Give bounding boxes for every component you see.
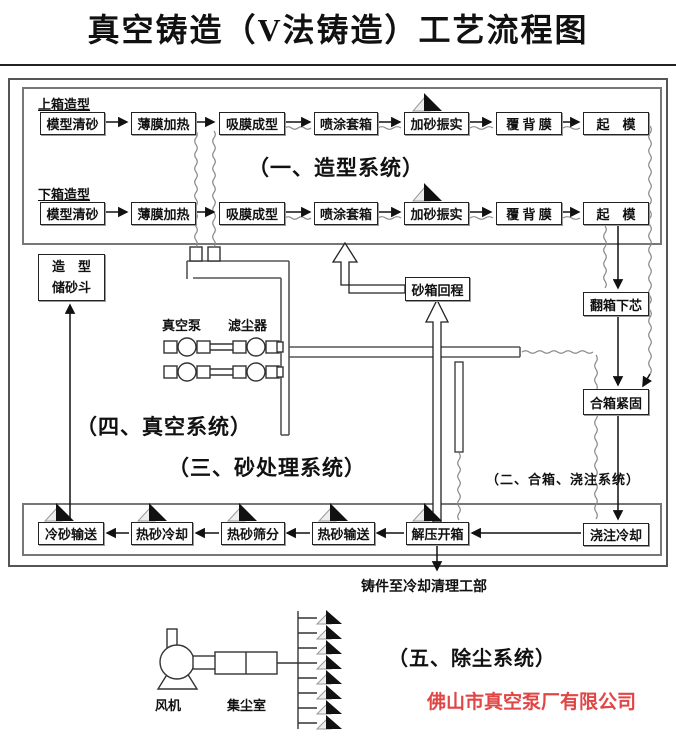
molding-system-frame	[22, 87, 662, 245]
pipe-ports	[189, 246, 221, 262]
flow-arrows	[64, 116, 653, 572]
outer-frame	[8, 78, 668, 567]
sand-pile-icon	[315, 640, 342, 655]
sand-pile-icon	[315, 670, 342, 685]
sand-processing-frame	[22, 503, 662, 556]
bottom-film-forming-box: 吸膜成型	[219, 202, 285, 225]
sand-pile-icons	[43, 93, 442, 522]
top-film-forming-box: 吸膜成型	[219, 112, 285, 135]
dust-system	[156, 611, 317, 729]
vacuum-hoses	[194, 125, 652, 521]
company-name: 佛山市真空泵厂有限公司	[427, 692, 637, 713]
fan-duct	[192, 655, 217, 670]
hot-sand-conveying-box: 热砂输送	[312, 522, 375, 545]
fan-icon	[159, 644, 195, 680]
cold-sand-conveying-box: 冷砂输送	[38, 522, 104, 545]
section-assembly-pouring-label: （二、合箱、浇注系统）	[486, 472, 641, 487]
hot-sand-cooling-box: 热砂冷却	[131, 522, 193, 545]
sand-pile-icon	[411, 503, 442, 522]
sand-pile-icon	[43, 503, 74, 522]
molding-sand-hopper-box: 造 型 储砂斗	[38, 254, 105, 301]
top-film-heating-box: 薄膜加热	[131, 112, 196, 135]
bottom-model-cleaning-box: 模型清砂	[40, 202, 105, 225]
dust-filter-label: 滤尘器	[228, 318, 268, 333]
sand-return-arrows	[331, 241, 464, 523]
section-dust-removal-label: （五、除尘系统）	[388, 648, 556, 670]
hopper-line1: 造 型	[51, 259, 91, 275]
mold-clamping-box: 合箱紧固	[583, 389, 649, 415]
top-spray-coating-box: 喷涂套箱	[314, 112, 378, 135]
bottom-film-heating-box: 薄膜加热	[131, 202, 196, 225]
vacuum-probe-bar	[454, 361, 464, 453]
cope-molding-label: 上箱造型	[38, 97, 91, 112]
top-pattern-drawing-box: 起 模	[583, 112, 649, 135]
bottom-sand-vibration-box: 加砂振实	[404, 202, 469, 225]
sand-pile-icon	[315, 610, 342, 625]
vacuum-pipe	[186, 260, 521, 436]
sand-pile-icon	[315, 625, 342, 640]
bottom-back-film-box: 覆 背 膜	[496, 202, 562, 225]
sand-pile-icon	[315, 700, 342, 715]
top-back-film-box: 覆 背 膜	[496, 112, 562, 135]
bottom-spray-coating-box: 喷涂套箱	[314, 202, 378, 225]
dust-intake-icons	[315, 610, 342, 730]
drag-molding-label: 下箱造型	[38, 187, 91, 202]
top-sand-vibration-box: 加砂振实	[404, 112, 469, 135]
dust-chamber-label: 集尘室	[227, 698, 267, 713]
section-molding-label: （一、造型系统）	[248, 156, 424, 180]
section-sand-processing-label: （三、砂处理系统）	[168, 456, 366, 480]
sand-pile-icon	[315, 715, 342, 730]
page-title: 真空铸造（V法铸造）工艺流程图	[0, 0, 676, 66]
vacuum-pump-icons	[163, 337, 284, 382]
sand-pile-icon	[315, 655, 342, 670]
section-vacuum-label: （四、真空系统）	[76, 415, 252, 439]
fan-label: 风机	[155, 698, 182, 713]
castings-note: 铸件至冷却清理工部	[361, 580, 487, 595]
sand-pile-icon	[411, 183, 442, 202]
hopper-line2: 储砂斗	[51, 279, 91, 295]
pouring-cooling-box: 浇注冷却	[583, 523, 649, 546]
sand-pile-icon	[226, 503, 257, 522]
vacuum-pump-label: 真空泵	[162, 318, 202, 333]
flask-turnover-core-box: 翻箱下芯	[583, 292, 649, 316]
bottom-pattern-drawing-box: 起 模	[583, 202, 649, 225]
flask-return-box: 砂箱回程	[405, 277, 470, 301]
top-model-cleaning-box: 模型清砂	[40, 112, 105, 135]
sand-pile-icon	[136, 503, 167, 522]
sand-pile-icon	[317, 503, 348, 522]
sand-pile-icon	[315, 685, 342, 700]
hot-sand-screening-box: 热砂筛分	[221, 522, 285, 545]
sand-pile-icon	[411, 93, 442, 112]
vacuum-release-shakeout-box: 解压开箱	[406, 522, 469, 545]
